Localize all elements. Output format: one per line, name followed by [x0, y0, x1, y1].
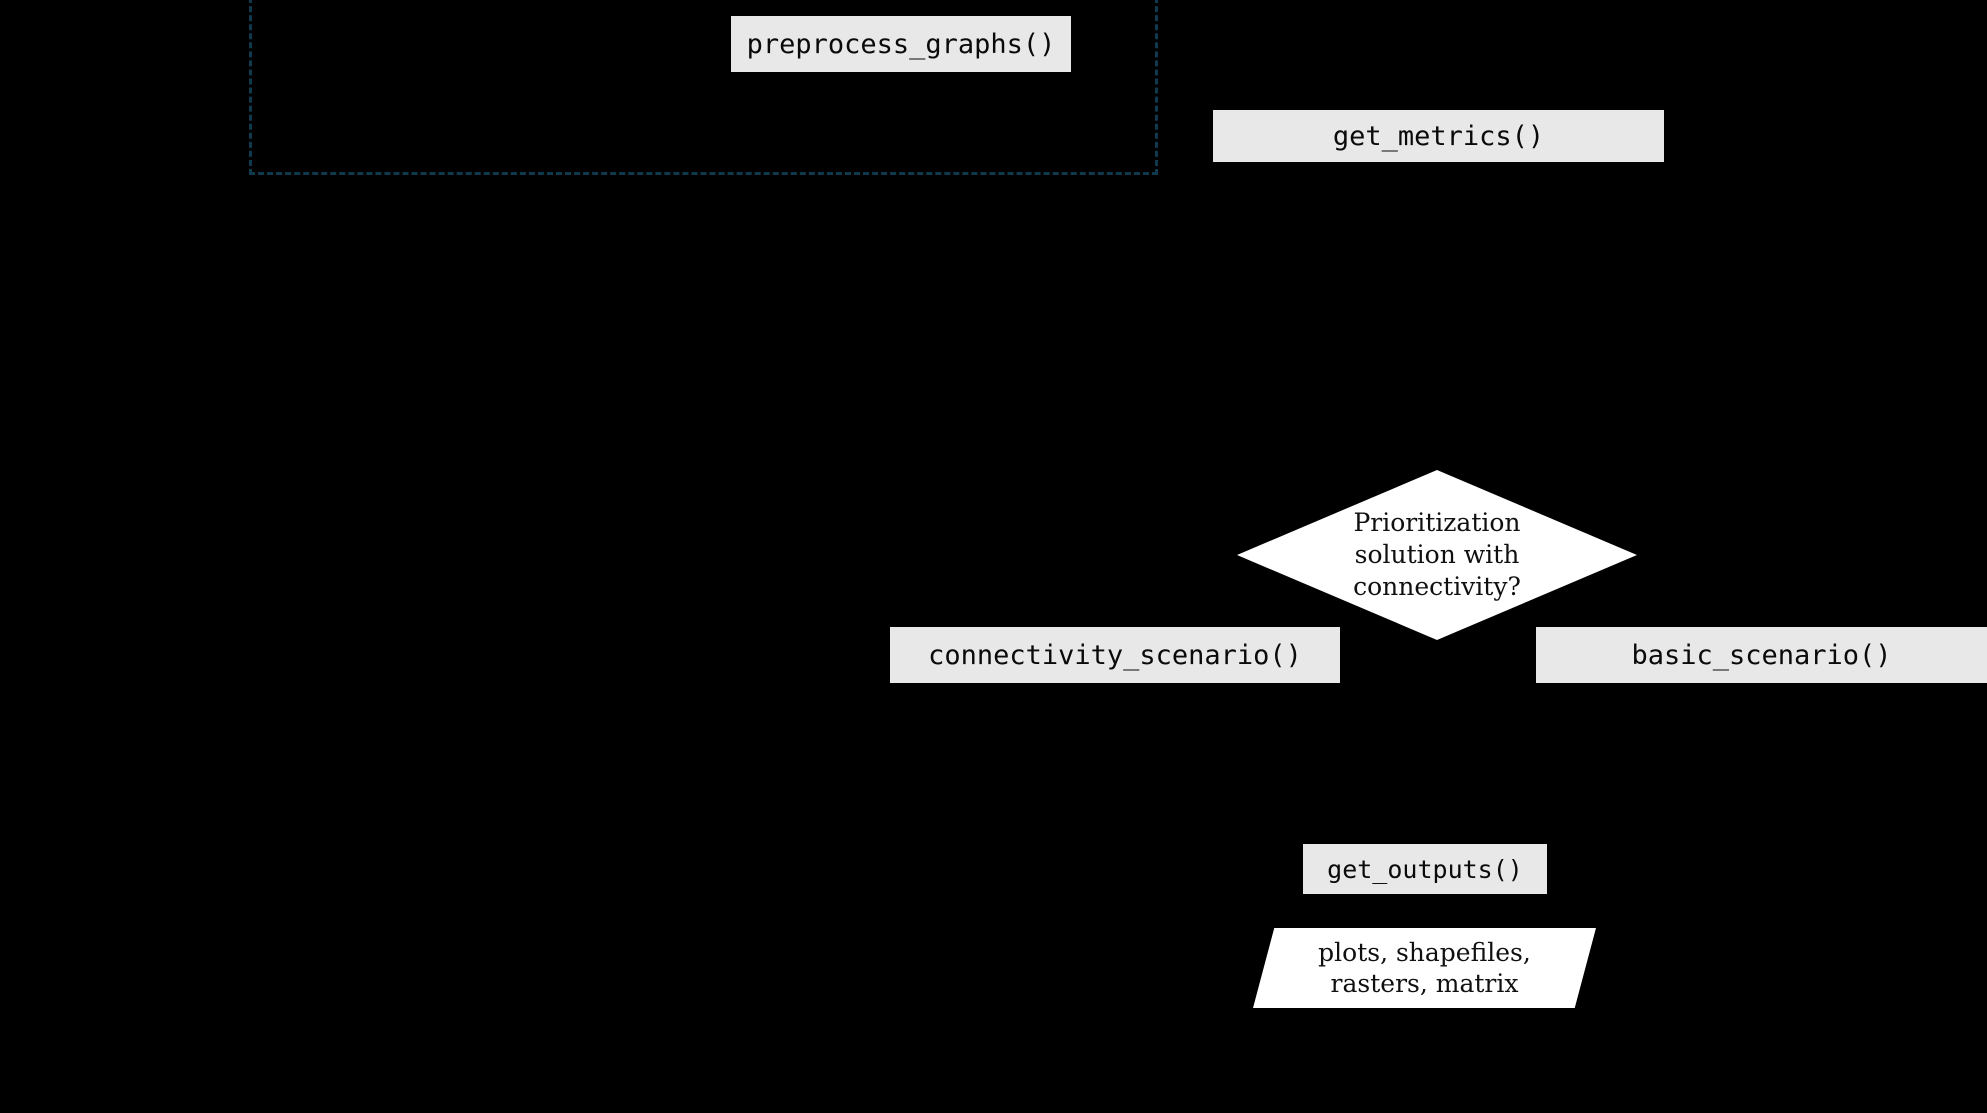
node-get-metrics[interactable]: get_metrics() — [1213, 110, 1664, 162]
node-connectivity-scenario-label: connectivity_scenario() — [928, 639, 1302, 671]
node-get-outputs-label: get_outputs() — [1327, 854, 1523, 884]
preprocessing-group-boundary — [249, 0, 1158, 175]
node-preprocess-graphs[interactable]: preprocess_graphs() — [731, 16, 1071, 72]
node-basic-scenario-label: basic_scenario() — [1631, 639, 1892, 671]
node-connectivity-scenario[interactable]: connectivity_scenario() — [890, 627, 1340, 683]
node-outputs-data[interactable]: plots, shapefiles, rasters, matrix — [1253, 928, 1596, 1008]
node-prioritization-decision[interactable]: Prioritization solution with connectivit… — [1237, 470, 1637, 640]
node-get-outputs[interactable]: get_outputs() — [1303, 844, 1547, 894]
node-get-metrics-label: get_metrics() — [1332, 120, 1545, 152]
node-basic-scenario[interactable]: basic_scenario() — [1536, 627, 1987, 683]
parallelogram-shape — [1253, 928, 1596, 1008]
node-preprocess-graphs-label: preprocess_graphs() — [746, 28, 1056, 60]
diamond-shape — [1237, 470, 1637, 640]
